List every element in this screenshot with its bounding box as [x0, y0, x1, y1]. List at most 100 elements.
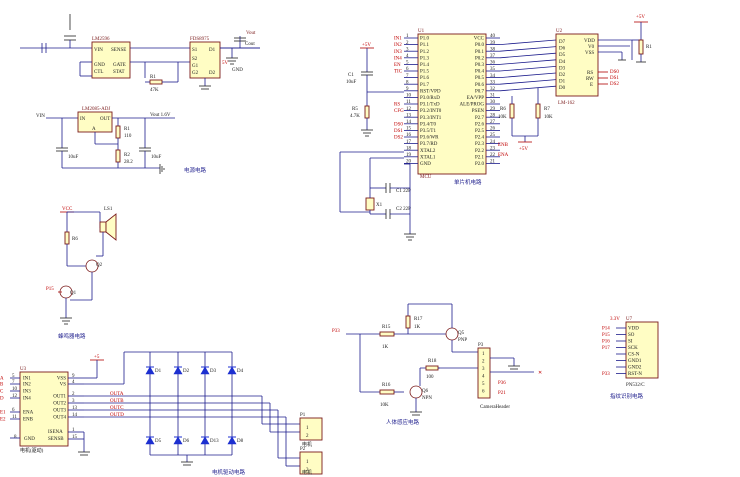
motor-v5: +5 [94, 355, 100, 360]
mcu-left-pin-num: 13 [406, 113, 412, 118]
sensor-r16-ref: R16 [382, 383, 391, 388]
mcu-r5 [364, 105, 370, 119]
motor-p2-label: 电机 [302, 469, 312, 476]
mcu-left-pin-num: 19 [406, 153, 412, 158]
lcd-u2-chip [555, 33, 599, 97]
supply-cin: 10uF [68, 155, 79, 160]
reg2-pin-g1: G1 [192, 64, 199, 69]
mcu-right-pin-name: P2.0 [475, 162, 485, 167]
r1-resistor [149, 79, 163, 85]
power-section: LM2596 VIN SENSE GND GATE CTL STAT FDS89… [20, 14, 260, 93]
mcu-r6-val: 10K [498, 115, 507, 120]
diode-symbol [200, 366, 210, 375]
diode-label: D6 [183, 439, 190, 444]
lcd-pin-vss: VSS [585, 51, 594, 56]
gnd-label: GND [232, 68, 243, 73]
mcu-right-pin-num: 22 [490, 153, 496, 158]
mcu-right-pin-name: VCC [474, 37, 485, 42]
camera-header [477, 347, 491, 399]
supply-pin-adj: A [92, 127, 96, 132]
mcu-left-pin-name: P1.0 [420, 37, 430, 42]
mcu-left-pin-name: RST/VPD [420, 89, 441, 94]
conn-pin-num: 5 [482, 382, 485, 387]
q5-transistor [445, 327, 459, 341]
mcu-left-pin-num: 10 [406, 94, 412, 99]
mcu-right-pin-name: P2.7 [475, 116, 485, 121]
sensor-r16 [379, 389, 395, 395]
mcu-left-pin-name: XTAL2 [420, 149, 436, 154]
motor-input-name: IN2 [23, 383, 31, 388]
mcu-right-pin-num: 34 [490, 74, 496, 79]
mcu-right-pin-num: 21 [490, 160, 496, 165]
lcd-net-0: DS0 [610, 70, 619, 75]
mcu-left-pin-net: IN3 [394, 50, 402, 55]
reg2-part: FDS8975 [190, 37, 210, 42]
diode-label: D3 [210, 369, 217, 374]
conn-pin-num: 3 [482, 367, 485, 372]
supply-r1-val: 110 [124, 134, 132, 139]
module-pin-net: P17 [602, 346, 610, 351]
lcd-net-2: DS2 [610, 82, 619, 87]
mcu-left-pin-num: 3 [406, 47, 409, 52]
conn-pin-num: 6 [482, 390, 485, 395]
mcu-left-pin-net: DS2 [394, 136, 403, 141]
mcu-left-pin-num: 16 [406, 133, 412, 138]
sensor-net: P33 [332, 329, 340, 334]
mcu-left-pin-net: DS1 [394, 129, 403, 134]
supply-pin-in: IN [80, 117, 86, 122]
diode-label: D8 [237, 439, 244, 444]
lcd-left-pin-name: D2 [559, 73, 566, 78]
mcu-bus-wire [499, 59, 557, 65]
mcu-right-pin-num: 24 [490, 140, 496, 145]
module-v33: 3.3V [610, 317, 620, 322]
diode-symbol [173, 436, 183, 445]
motor-input-name: ENA [23, 411, 34, 416]
lcd-r-ref: R1 [646, 45, 652, 50]
mcu-left-pin-num: 1 [406, 34, 409, 39]
module-pins: VDDP14SOP15SIP16SCKP17CS-NGND1GND2RST-NP… [602, 327, 642, 378]
supply-reg-part: LM2085-ADJ [82, 107, 110, 112]
p1-connector [299, 417, 323, 441]
motor-sense-name1: ISENA [48, 430, 63, 435]
u7-chip [625, 321, 659, 379]
mcu-r7 [535, 103, 541, 119]
mcu-right-pin-name: P0.7 [475, 89, 485, 94]
reg1-pin-stat: STAT [113, 70, 125, 75]
lcd-left-pin-name: D3 [559, 66, 566, 71]
mcu-left-pin-num: 12 [406, 107, 412, 112]
lcd-ref: U2 [556, 29, 563, 34]
mcu-right-pin-name: P0.2 [475, 56, 485, 61]
mcu-left-pin-num: 20 [406, 160, 412, 165]
mcu-left-pin-name: P3.3/INT1 [420, 116, 442, 121]
mcu-bus-wire [499, 39, 557, 45]
motor-input-pin: 10 [12, 387, 18, 392]
module-pin-name: VDD [628, 327, 639, 332]
mcu-right-pin-num: 28 [490, 113, 496, 118]
mcu-r7-ref: R7 [544, 107, 550, 112]
mcu-left-pin-num: 5 [406, 61, 409, 66]
mcu-r5-val: 4.7K [350, 114, 360, 119]
sensor-q5-type: PNP [458, 338, 467, 343]
module-pin-net: P33 [602, 372, 610, 377]
p1-pin2: 2 [306, 434, 309, 439]
cout-label: Cout [245, 42, 255, 47]
lcd-r1 [638, 39, 644, 55]
motor-out-net: OUTD [110, 413, 124, 418]
conn-pin-num: 4 [482, 375, 485, 380]
lcd-left-pin-name: D7 [559, 40, 566, 45]
module-part: PN532/C [626, 383, 645, 388]
mcu-c1-ref: C1 [348, 73, 354, 78]
reg2-pin-s2: S2 [192, 57, 198, 62]
mcu-left-pin-net: EN [394, 63, 401, 68]
reg2-pin-d1: D1 [209, 48, 216, 53]
diode-symbol [173, 366, 183, 375]
mcu-right-pin-name: P2.5 [475, 129, 485, 134]
lcd-net-1: DS1 [610, 76, 619, 81]
mcu-right-pin-name: P0.1 [475, 50, 485, 55]
u3-chip [19, 371, 69, 447]
mcu-right-pin-num: 29 [490, 107, 496, 112]
mcu-right-pin-name: P0.3 [475, 63, 485, 68]
v5-label: 5V [222, 61, 229, 66]
mcu-left-pin-num: 9 [406, 87, 409, 92]
